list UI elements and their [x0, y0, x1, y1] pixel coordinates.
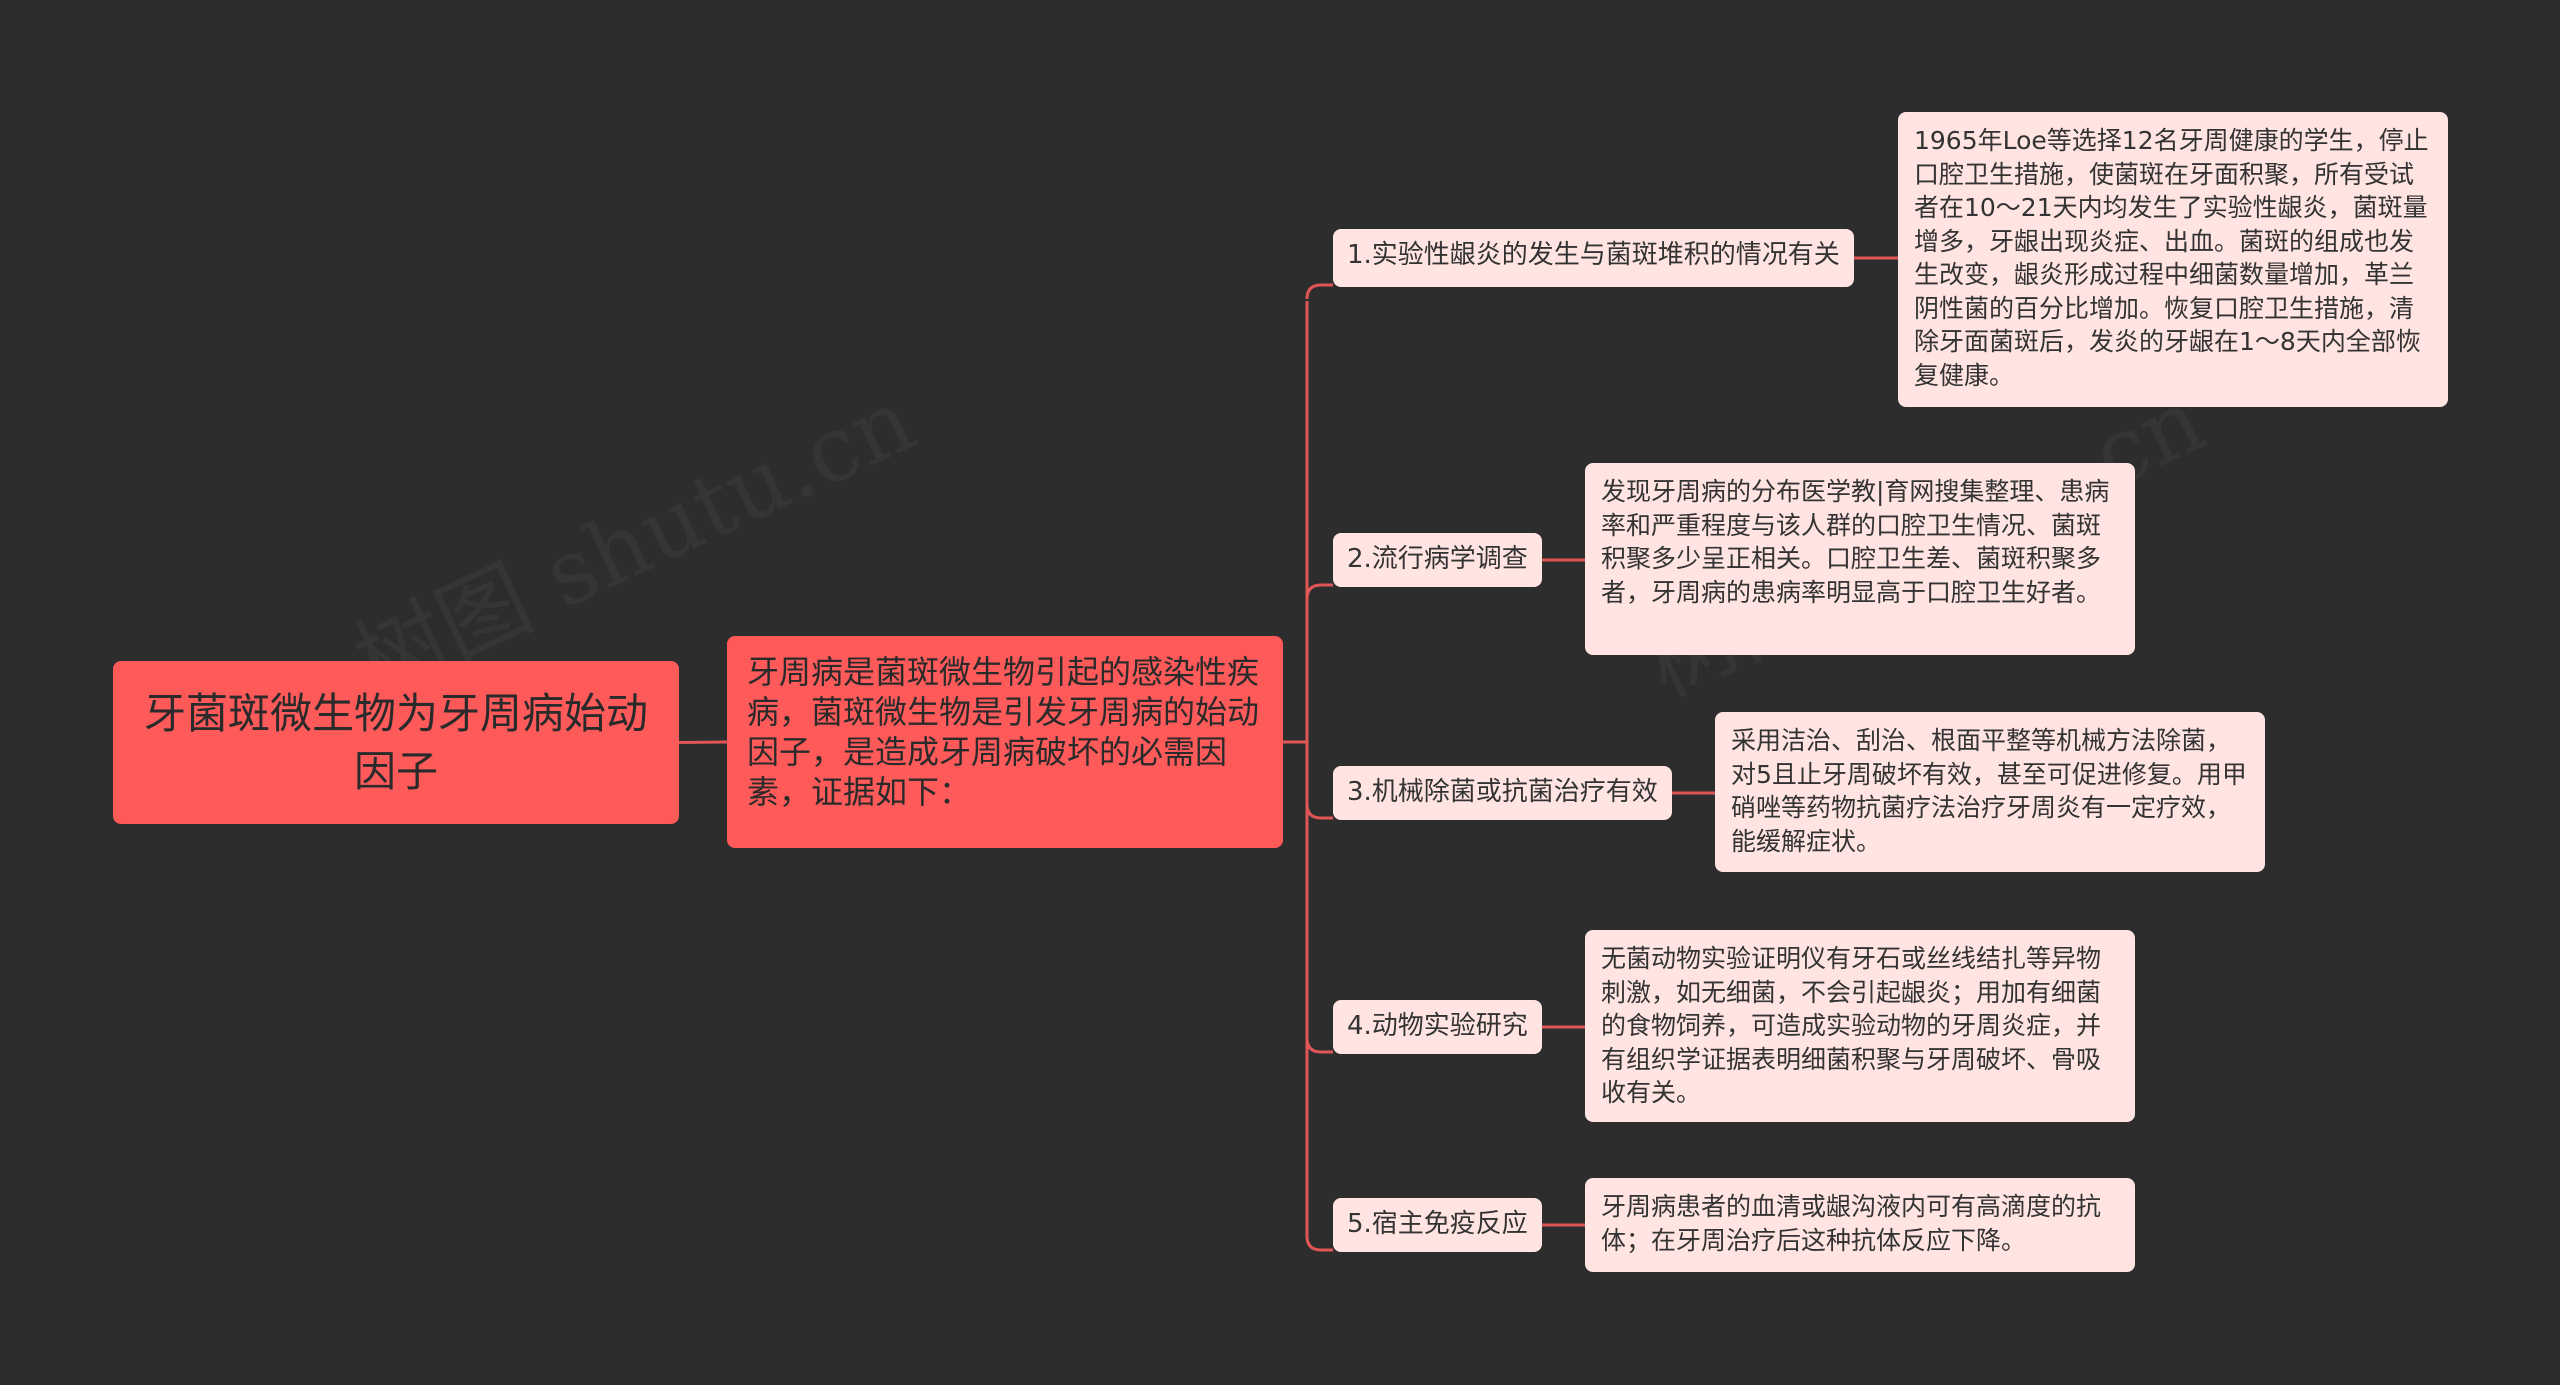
- detail-node-1[interactable]: 1965年Loe等选择12名牙周健康的学生，停止口腔卫生措施，使菌斑在牙面积聚，…: [1898, 112, 2448, 407]
- center-label: 牙周病是菌斑微生物引起的感染性疾病，菌斑微生物是引发牙周病的始动因子，是造成牙周…: [747, 653, 1260, 811]
- branch-node-5[interactable]: 5.宿主免疫反应: [1333, 1198, 1542, 1252]
- root-label: 牙菌斑微生物为牙周病始动因子: [143, 688, 648, 796]
- detail-node-3[interactable]: 采用洁治、刮治、根面平整等机械方法除菌，对5且止牙周破坏有效，甚至可促进修复。用…: [1715, 712, 2265, 872]
- connector-branch-3: [1305, 803, 1333, 820]
- branch-label: 3.机械除菌或抗菌治疗有效: [1347, 777, 1658, 807]
- branch-node-1[interactable]: 1.实验性龈炎的发生与菌斑堆积的情况有关: [1333, 229, 1854, 287]
- connector-root-center: [678, 740, 728, 744]
- center-node[interactable]: 牙周病是菌斑微生物引起的感染性疾病，菌斑微生物是引发牙周病的始动因子，是造成牙周…: [727, 636, 1283, 848]
- branch-label: 2.流行病学调查: [1347, 544, 1528, 574]
- connector-branch-1: [1305, 283, 1333, 300]
- detail-text: 采用洁治、刮治、根面平整等机械方法除菌，对5且止牙周破坏有效，甚至可促进修复。用…: [1731, 726, 2247, 856]
- branch-label: 4.动物实验研究: [1347, 1011, 1528, 1041]
- detail-text: 发现牙周病的分布医学教|育网搜集整理、患病率和严重程度与该人群的口腔卫生情况、菌…: [1601, 477, 2110, 607]
- branch-label: 1.实验性龈炎的发生与菌斑堆积的情况有关: [1347, 240, 1840, 270]
- detail-node-2[interactable]: 发现牙周病的分布医学教|育网搜集整理、患病率和严重程度与该人群的口腔卫生情况、菌…: [1585, 463, 2135, 655]
- root-node[interactable]: 牙菌斑微生物为牙周病始动因子: [113, 661, 679, 824]
- branch-node-2[interactable]: 2.流行病学调查: [1333, 533, 1542, 587]
- branch-node-3[interactable]: 3.机械除菌或抗菌治疗有效: [1333, 766, 1672, 820]
- branch-node-4[interactable]: 4.动物实验研究: [1333, 1000, 1542, 1054]
- connector-branch-4: [1305, 1037, 1333, 1054]
- detail-text: 牙周病患者的血清或龈沟液内可有高滴度的抗体；在牙周治疗后这种抗体反应下降。: [1601, 1192, 2102, 1255]
- detail-node-4[interactable]: 无菌动物实验证明仪有牙石或丝线结扎等异物刺激，如无细菌，不会引起龈炎；用加有细菌…: [1585, 930, 2135, 1122]
- connector-branch-5: [1305, 1235, 1333, 1252]
- branch-label: 5.宿主免疫反应: [1347, 1209, 1528, 1239]
- detail-text: 无菌动物实验证明仪有牙石或丝线结扎等异物刺激，如无细菌，不会引起龈炎；用加有细菌…: [1601, 944, 2102, 1107]
- connector-branch-2: [1305, 583, 1333, 600]
- detail-node-5[interactable]: 牙周病患者的血清或龈沟液内可有高滴度的抗体；在牙周治疗后这种抗体反应下降。: [1585, 1178, 2135, 1272]
- detail-text: 1965年Loe等选择12名牙周健康的学生，停止口腔卫生措施，使菌斑在牙面积聚，…: [1914, 126, 2429, 390]
